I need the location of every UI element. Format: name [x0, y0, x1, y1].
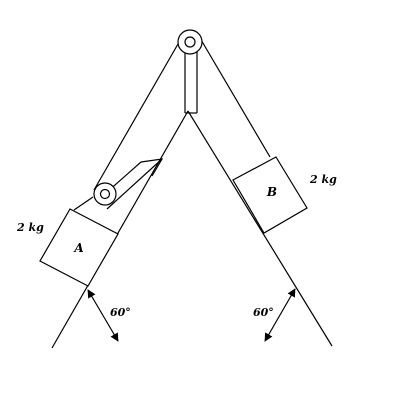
block-a: A	[39, 208, 119, 287]
pulley-post	[184, 48, 198, 114]
left-incline-surface	[51, 110, 189, 349]
top-pulley	[177, 29, 203, 55]
block-b-mass: 2 kg	[309, 173, 337, 186]
strings	[73, 37, 271, 211]
left-angle-arrow	[87, 289, 119, 342]
lower-pulley	[93, 182, 117, 206]
block-b: B	[232, 156, 308, 234]
block-b-label: B	[266, 185, 277, 199]
wedge	[51, 110, 333, 349]
string-top-to-lower-pulley	[93, 43, 179, 191]
block-a-label: A	[73, 241, 83, 255]
right-angle-label: 60°	[253, 306, 274, 319]
right-angle-arrow	[264, 288, 296, 342]
right-incline-surface	[187, 110, 333, 347]
left-angle-label: 60°	[110, 306, 131, 319]
string-top-to-b	[199, 37, 271, 158]
block-a-mass: 2 kg	[16, 221, 44, 234]
string-lower-pulley-to-a	[73, 196, 94, 211]
